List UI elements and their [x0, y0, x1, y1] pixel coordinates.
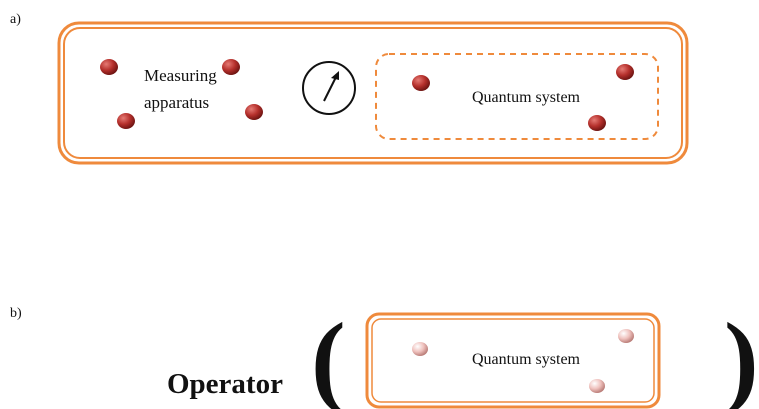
meter-dial-icon — [302, 61, 356, 115]
quantum-system-box-b — [365, 312, 661, 409]
apparatus-particles — [100, 59, 263, 129]
system-particles-b — [412, 329, 634, 393]
particle-icon — [618, 329, 634, 343]
apparatus-label-line1: Measuring — [144, 66, 217, 85]
particle-icon — [616, 64, 634, 80]
system-particles-a — [412, 64, 634, 131]
particle-icon — [245, 104, 263, 120]
particle-icon — [100, 59, 118, 75]
system-label-a: Quantum system — [472, 89, 581, 106]
panel-a-outer-frame — [57, 21, 689, 165]
particle-icon — [588, 115, 606, 131]
apparatus-label-line2: apparatus — [144, 93, 209, 112]
particle-icon — [222, 59, 240, 75]
particle-icon — [589, 379, 605, 393]
panel-a-label: a) — [10, 12, 21, 27]
left-parenthesis: ( — [311, 302, 346, 409]
particle-icon — [117, 113, 135, 129]
particle-icon — [412, 75, 430, 91]
quantum-system-box-a — [375, 53, 659, 140]
system-label-b: Quantum system — [472, 351, 581, 368]
panel-b-label: b) — [10, 306, 22, 321]
particle-icon — [412, 342, 428, 356]
operator-label: Operator — [167, 368, 283, 400]
right-parenthesis: ) — [724, 302, 759, 409]
